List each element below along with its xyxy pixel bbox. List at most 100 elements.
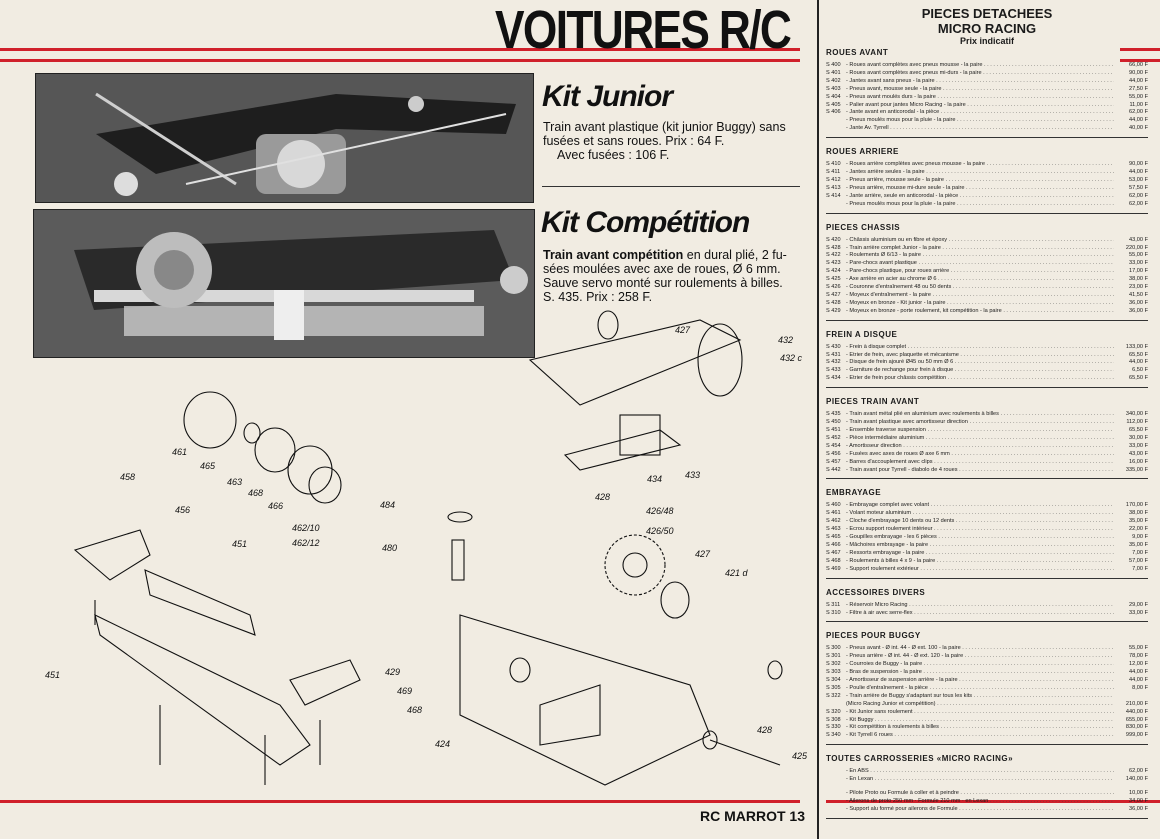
price-row: S 432 - Disque de frein ajouré Ø45 ou 50 … bbox=[826, 359, 1148, 367]
part-price: 17,00 F bbox=[1129, 268, 1148, 275]
price-row: S 435- Train avant métal plié en alumini… bbox=[826, 411, 1148, 419]
part-desc: - Fusées avec axes de roues Ø axe 6 mm bbox=[846, 451, 1114, 459]
red-stripe-top-right bbox=[1120, 48, 1160, 51]
part-desc: - Jante avant en anticorodal - la pièce bbox=[846, 109, 1114, 117]
part-desc: - Roues avant complètes avec pneus mouss… bbox=[846, 62, 1114, 70]
kit-junior-title: Kit Junior bbox=[542, 80, 673, 113]
part-price bbox=[1114, 693, 1148, 701]
part-desc: - Etrier de frein pour châssis compétiti… bbox=[846, 375, 1114, 383]
part-desc: - Roulements Ø 6/13 - la paire bbox=[846, 252, 1114, 260]
part-price: 55,00 F bbox=[1129, 93, 1148, 100]
diagram-svg: 427 432 432 c 461 465 463 468 466 462/10… bbox=[45, 310, 808, 786]
part-desc: - Disque de frein ajouré Ø45 ou 50 mm Ø … bbox=[846, 359, 1114, 367]
part-ref bbox=[826, 776, 846, 784]
part-ref: S 442 bbox=[826, 466, 841, 473]
part-ref: S 466 bbox=[826, 541, 841, 548]
photo-kit-competition bbox=[33, 209, 535, 358]
part-desc: (Micro Racing Junior et compétition) bbox=[846, 701, 1114, 709]
section-rule bbox=[826, 212, 1148, 214]
part-price: 65,50 F bbox=[1129, 351, 1148, 358]
section-rule bbox=[826, 478, 1148, 480]
part-ref: S 429 bbox=[826, 307, 841, 314]
diagram-label: 458 bbox=[120, 472, 135, 482]
part-price: 7,00 F bbox=[1132, 549, 1148, 556]
part-price: 66,00 F bbox=[1129, 62, 1148, 68]
part-price: 8,00 F bbox=[1132, 684, 1148, 691]
page-title: VOITURES R/C bbox=[495, 0, 792, 60]
part-ref: S 461 bbox=[826, 510, 841, 517]
part-desc: - Pilote Proto ou Formule à coller et à … bbox=[846, 790, 1114, 798]
part-desc: - Bras de suspension - la paire bbox=[846, 669, 1114, 677]
part-ref: S 450 bbox=[826, 419, 841, 426]
price-list-title2: MICRO RACING bbox=[937, 21, 1037, 36]
part-desc: - Pneus arrière, mousse seule - la paire bbox=[846, 177, 1114, 185]
part-desc: - Train arrière de Buggy s'adaptant sur … bbox=[846, 693, 1114, 701]
part-desc: - En Lexan bbox=[846, 776, 1114, 784]
part-price: 57,50 F bbox=[1129, 184, 1148, 191]
part-price: 35,00 F bbox=[1129, 518, 1148, 525]
part-ref: S 300 bbox=[826, 645, 841, 652]
part-desc: - Pare-chocs plastique, pour roues arriè… bbox=[846, 268, 1114, 276]
diagram-label: 434 bbox=[647, 474, 662, 484]
part-desc: - Support alu formé pour ailerons de For… bbox=[846, 806, 1114, 814]
price-list-title1: PIECES DETACHEES bbox=[921, 6, 1053, 21]
section-rule bbox=[826, 387, 1148, 389]
part-desc: - Kit Tyrrell 6 roues bbox=[846, 732, 1114, 740]
part-ref: S 463 bbox=[826, 526, 841, 533]
price-row: S 429- Moyeux en bronze - porte roulemen… bbox=[826, 308, 1148, 316]
part-price: 62,00 F bbox=[1129, 200, 1148, 207]
part-price: 38,00 F bbox=[1129, 510, 1148, 517]
part-desc: - Support roulement extérieur bbox=[846, 566, 1114, 574]
part-ref bbox=[826, 806, 846, 814]
section-rule bbox=[826, 319, 1148, 321]
kit-competition-line3: Sauve servo monté sur roulements à bille… bbox=[543, 276, 783, 290]
part-ref: S 434 bbox=[826, 375, 841, 382]
part-price: 220,00 F bbox=[1125, 244, 1148, 251]
part-ref: S 411 bbox=[826, 169, 841, 176]
part-price: 44,00 F bbox=[1129, 169, 1148, 176]
price-row: S 452- Pièce intermédiaire aluminium30,0… bbox=[826, 435, 1148, 443]
part-price: 29,00 F bbox=[1129, 601, 1148, 608]
part-ref: S 432 bbox=[826, 359, 841, 366]
red-stripe-top-left bbox=[0, 48, 800, 51]
part-price: 340,00 F bbox=[1125, 411, 1148, 418]
price-row: S 462- Cloche d'embrayage 10 dents ou 12… bbox=[826, 518, 1148, 526]
part-desc: - Pneus avant - Ø int. 44 - Ø ext. 100 -… bbox=[846, 645, 1114, 653]
price-row: S 404- Pneus avant moulés durs - la pair… bbox=[826, 94, 1148, 102]
price-row: S 434 - Etrier de frein pour châssis comp… bbox=[826, 375, 1148, 383]
part-price: 43,00 F bbox=[1129, 236, 1148, 243]
part-ref: S 420 bbox=[826, 236, 841, 243]
part-ref: S 460 bbox=[826, 502, 841, 509]
price-row: S 412- Pneus arrière, mousse seule - la … bbox=[826, 177, 1148, 185]
part-price: 140,00 F bbox=[1125, 776, 1148, 783]
price-row: S 320- Kit Junior sans roulement440,00 F bbox=[826, 709, 1148, 717]
part-ref bbox=[826, 790, 846, 798]
part-desc: - Ecrou support roulement intérieur bbox=[846, 526, 1114, 534]
part-ref: S 462 bbox=[826, 518, 841, 525]
part-ref: S 457 bbox=[826, 458, 841, 465]
price-row: S 465- Goupilles embrayage - les 6 pièce… bbox=[826, 534, 1148, 542]
price-row: S 469- Support roulement extérieur7,00 F bbox=[826, 566, 1148, 574]
price-row: S 422- Roulements Ø 6/13 - la paire55,00… bbox=[826, 252, 1148, 260]
part-desc: - Pièce intermédiaire aluminium bbox=[846, 435, 1114, 443]
price-row: S 454- Amortisseur direction33,00 F bbox=[826, 443, 1148, 451]
section-heading: ROUES ARRIERE bbox=[826, 147, 899, 157]
page-footer: RC MARROT 13 bbox=[700, 808, 806, 824]
part-ref: S 302 bbox=[826, 661, 841, 668]
kit-competition-line4: S. 435. Prix : 258 F. bbox=[543, 290, 653, 304]
price-row: - Jante Av. Tyrrell40,00 F bbox=[826, 125, 1148, 133]
price-row: - Pneus moulés mous pour la pluie - la p… bbox=[826, 201, 1148, 209]
part-ref: S 469 bbox=[826, 565, 841, 572]
kit-junior-line1: Train avant plastique (kit junior Buggy)… bbox=[543, 120, 786, 134]
price-row: S 450- Train avant plastique avec amorti… bbox=[826, 419, 1148, 427]
price-row: S 402- Jantes avant sans pneus - la pair… bbox=[826, 78, 1148, 86]
part-ref: S 414 bbox=[826, 192, 841, 199]
part-ref: S 303 bbox=[826, 669, 841, 676]
part-desc: - Mâchoires embrayage - la paire bbox=[846, 542, 1114, 550]
part-ref: S 320 bbox=[826, 708, 841, 715]
red-stripe-top-left-2 bbox=[0, 59, 800, 62]
part-desc: - En ABS bbox=[846, 768, 1114, 776]
section-heading: FREIN A DISQUE bbox=[826, 329, 898, 339]
part-ref: S 428 bbox=[826, 244, 841, 251]
